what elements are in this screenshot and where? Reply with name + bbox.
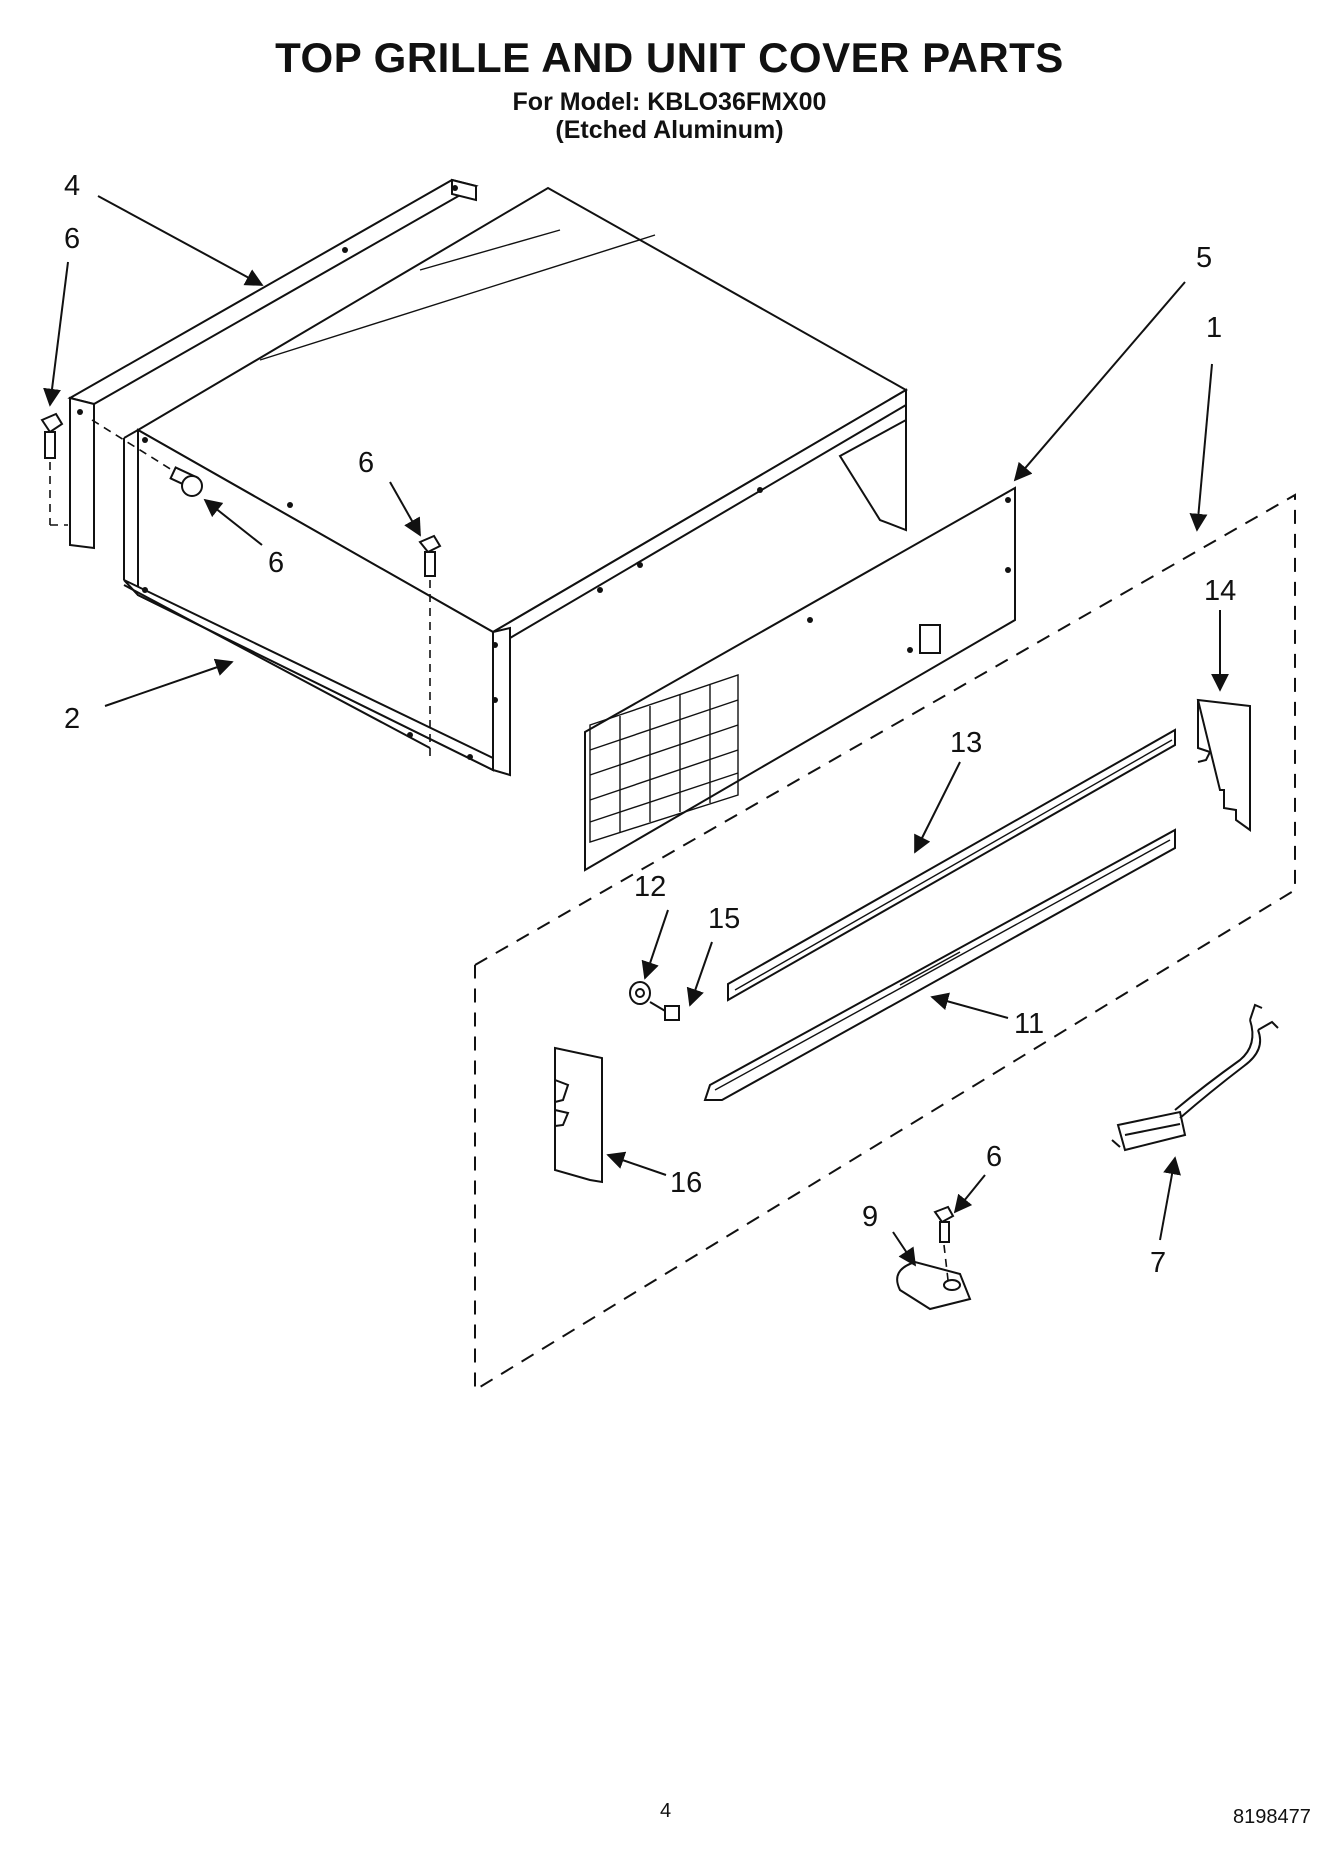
callout-14: 14 xyxy=(1204,575,1236,607)
part-5-rear-panel xyxy=(584,486,1016,872)
callout-7: 7 xyxy=(1150,1247,1166,1279)
leader-6d xyxy=(953,1174,986,1214)
callout-1: 1 xyxy=(1206,312,1222,344)
callout-16: 16 xyxy=(670,1167,702,1199)
part-14-bracket xyxy=(1196,698,1251,832)
leader-13 xyxy=(914,761,961,854)
callout-12: 12 xyxy=(634,871,666,903)
callout-5: 5 xyxy=(1196,242,1212,274)
part-9-clip xyxy=(896,1260,972,1311)
callout-6-top: 6 xyxy=(358,447,374,479)
screw-6-side xyxy=(91,419,203,497)
screw-6-bottom xyxy=(933,1205,955,1281)
leader-12 xyxy=(641,909,669,980)
callout-13: 13 xyxy=(950,727,982,759)
part-13-grille-strip xyxy=(727,728,1176,1002)
leader-9 xyxy=(892,1231,916,1267)
part-15-pin xyxy=(649,1001,680,1021)
part-2-unit-cover xyxy=(123,186,909,777)
leader-15 xyxy=(686,941,713,1007)
screw-6-left xyxy=(40,412,68,526)
part-7-wire-harness xyxy=(1111,1003,1279,1152)
screw-6-top xyxy=(418,534,442,758)
callout-11: 11 xyxy=(1014,1008,1044,1040)
callout-6-left: 6 xyxy=(64,223,80,255)
page-title: TOP GRILLE AND UNIT COVER PARTS xyxy=(275,34,1064,81)
callout-6-side: 6 xyxy=(268,547,284,579)
leader-6c xyxy=(389,481,421,537)
finish-line: (Etched Aluminum) xyxy=(555,116,784,144)
page-number: 4 xyxy=(660,1800,672,1822)
part-12-knob xyxy=(629,981,651,1005)
leader-5 xyxy=(1013,281,1186,482)
document-number: 8198477 xyxy=(1233,1806,1311,1828)
part-11-bottom-strip xyxy=(703,828,1176,1101)
leader-2 xyxy=(104,658,234,707)
assembly-boundary-1 xyxy=(474,493,1296,1392)
callout-6-bottom: 6 xyxy=(986,1141,1002,1173)
callout-4: 4 xyxy=(64,170,80,202)
leader-6b xyxy=(203,498,263,546)
leader-16 xyxy=(606,1151,667,1176)
model-line: For Model: KBLO36FMX00 xyxy=(512,88,827,116)
leader-4 xyxy=(97,195,264,286)
callout-15: 15 xyxy=(708,903,740,935)
leader-7 xyxy=(1159,1156,1181,1241)
part-4-rear-rail xyxy=(67,178,479,550)
leader-1 xyxy=(1189,363,1213,532)
leader-11 xyxy=(930,992,1009,1019)
leader-6a xyxy=(43,261,69,407)
callout-9: 9 xyxy=(862,1201,878,1233)
callout-2: 2 xyxy=(64,703,80,735)
part-16-bracket xyxy=(554,1046,603,1184)
